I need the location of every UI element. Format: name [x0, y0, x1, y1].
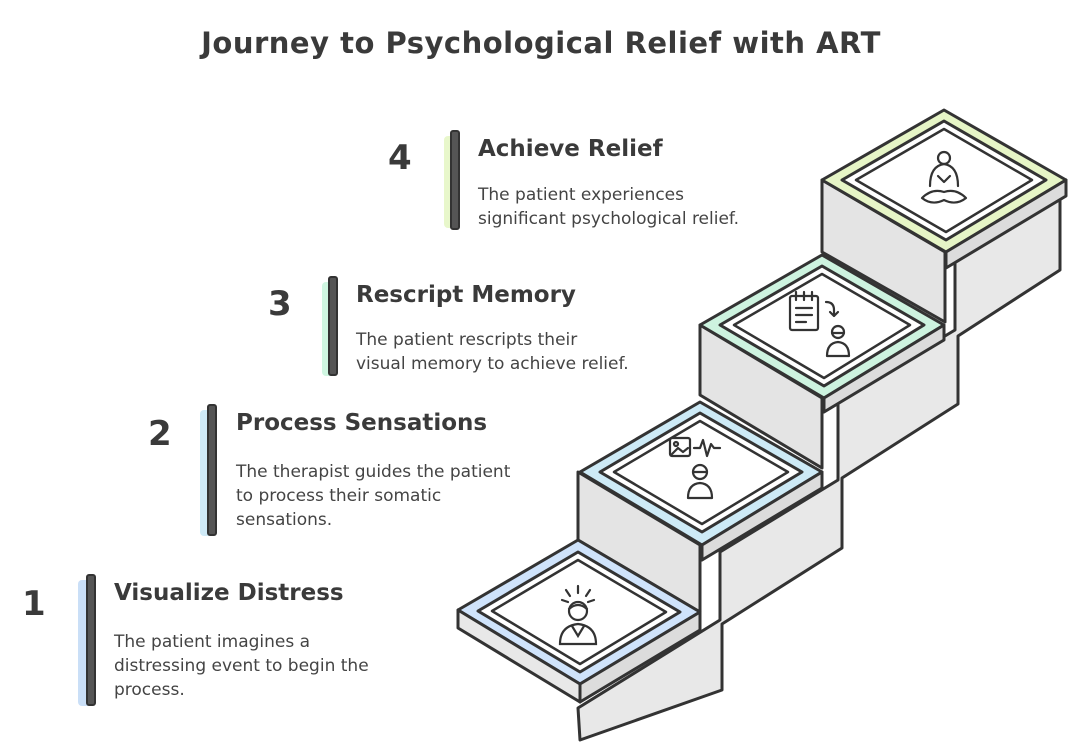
- step-1-title: Visualize Distress: [114, 580, 344, 606]
- distressed-person-icon: [558, 584, 598, 646]
- step-1-description: The patient imagines a distressing event…: [114, 632, 369, 700]
- meditating-person-icon: [920, 150, 968, 204]
- step-4-bar: [450, 130, 460, 230]
- step-2-title: Process Sensations: [236, 410, 488, 436]
- step-2-description: The therapist guides the patient to proc…: [236, 462, 511, 530]
- step-3-bar: [328, 276, 338, 376]
- step-4-description: The patient experiences significant psyc…: [478, 185, 740, 229]
- step-4-title: Achieve Relief: [478, 136, 663, 162]
- step-1-number: 1: [22, 584, 46, 624]
- page-title: Journey to Psychological Relief with ART: [201, 26, 881, 60]
- step-2-number: 2: [148, 414, 172, 454]
- platform-1: [456, 538, 702, 704]
- step-3-title: Rescript Memory: [356, 282, 576, 308]
- platform-3: [698, 253, 946, 414]
- step-2-bar: [207, 404, 217, 536]
- step-3-description: The patient rescripts their visual memor…: [356, 330, 629, 374]
- step-1-bar: [86, 574, 96, 706]
- step-4-number: 4: [388, 138, 412, 178]
- notepad-person-icon: [788, 290, 851, 358]
- staircase-side-shadow: [576, 194, 1062, 742]
- step-3-number: 3: [268, 284, 292, 324]
- image-waveform-person-icon: [668, 436, 722, 500]
